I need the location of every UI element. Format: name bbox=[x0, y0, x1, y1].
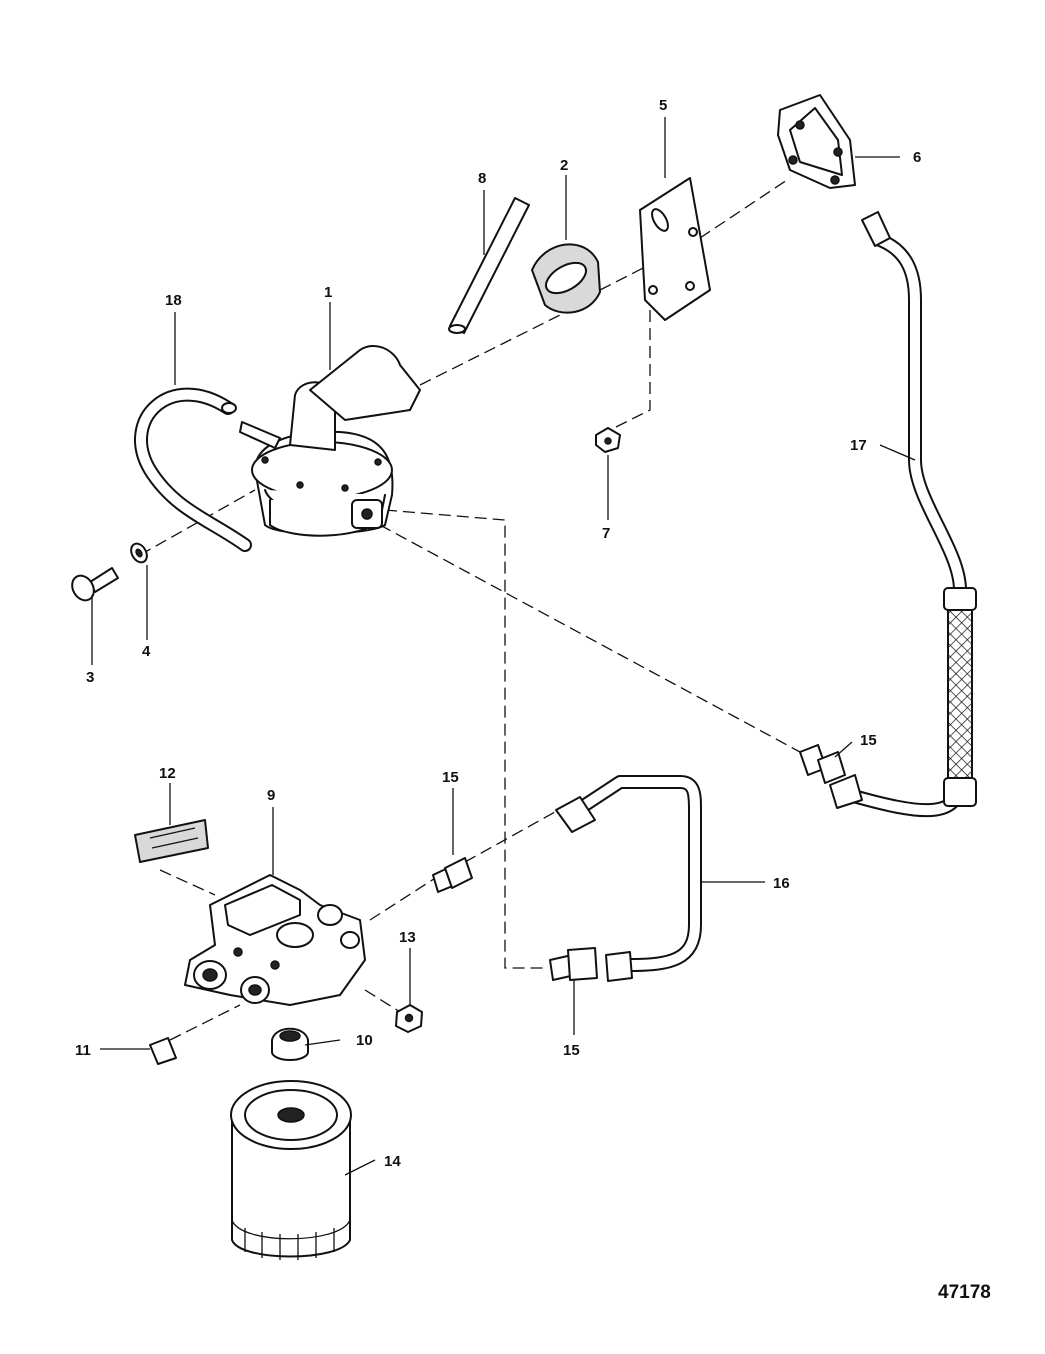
callout-1: 1 bbox=[324, 284, 332, 301]
figure-number: 47178 bbox=[938, 1282, 991, 1303]
vent-hose bbox=[134, 387, 252, 552]
callout-11: 11 bbox=[75, 1042, 91, 1059]
callout-18: 18 bbox=[165, 292, 182, 309]
callout-4: 4 bbox=[142, 643, 151, 660]
callout-9: 9 bbox=[267, 787, 275, 804]
callout-12: 12 bbox=[159, 765, 176, 782]
adapter-plate bbox=[639, 177, 711, 321]
callout-14: 14 bbox=[384, 1153, 401, 1170]
callout-8: 8 bbox=[478, 170, 486, 187]
screw bbox=[71, 567, 119, 602]
fuel-filter bbox=[230, 1080, 352, 1260]
callout-3: 3 bbox=[86, 669, 94, 686]
callout-16: 16 bbox=[773, 875, 790, 892]
washer bbox=[130, 542, 148, 564]
filter-base bbox=[184, 874, 366, 1006]
fitting-middle bbox=[432, 857, 473, 893]
callout-numbers: 1 2 3 4 5 6 7 8 9 10 11 12 13 14 15 15 1… bbox=[75, 97, 921, 1170]
fuel-pump bbox=[239, 345, 421, 537]
callout-leaders bbox=[91, 117, 916, 1176]
filter-adapter bbox=[271, 1027, 309, 1061]
callout-17: 17 bbox=[850, 437, 867, 454]
decal bbox=[134, 819, 209, 863]
assembly-lines bbox=[139, 177, 801, 1041]
callout-15-bottom: 15 bbox=[563, 1042, 580, 1059]
fitting-right bbox=[799, 744, 846, 784]
callout-10: 10 bbox=[356, 1032, 373, 1049]
plug bbox=[149, 1037, 177, 1065]
callout-6: 6 bbox=[913, 149, 921, 166]
cover-plate bbox=[777, 94, 856, 189]
nut bbox=[395, 1004, 423, 1033]
fuel-line-u bbox=[555, 775, 702, 982]
callout-13: 13 bbox=[399, 929, 416, 946]
gasket bbox=[531, 243, 601, 314]
callout-7: 7 bbox=[602, 525, 610, 542]
callout-2: 2 bbox=[560, 157, 568, 174]
callout-15-right: 15 bbox=[860, 732, 877, 749]
callout-15-middle: 15 bbox=[442, 769, 459, 786]
callout-5: 5 bbox=[659, 97, 667, 114]
nut-small bbox=[595, 427, 621, 453]
fuel-line-braided bbox=[829, 211, 977, 818]
push-rod bbox=[448, 197, 530, 334]
fitting-bottom bbox=[549, 947, 598, 981]
